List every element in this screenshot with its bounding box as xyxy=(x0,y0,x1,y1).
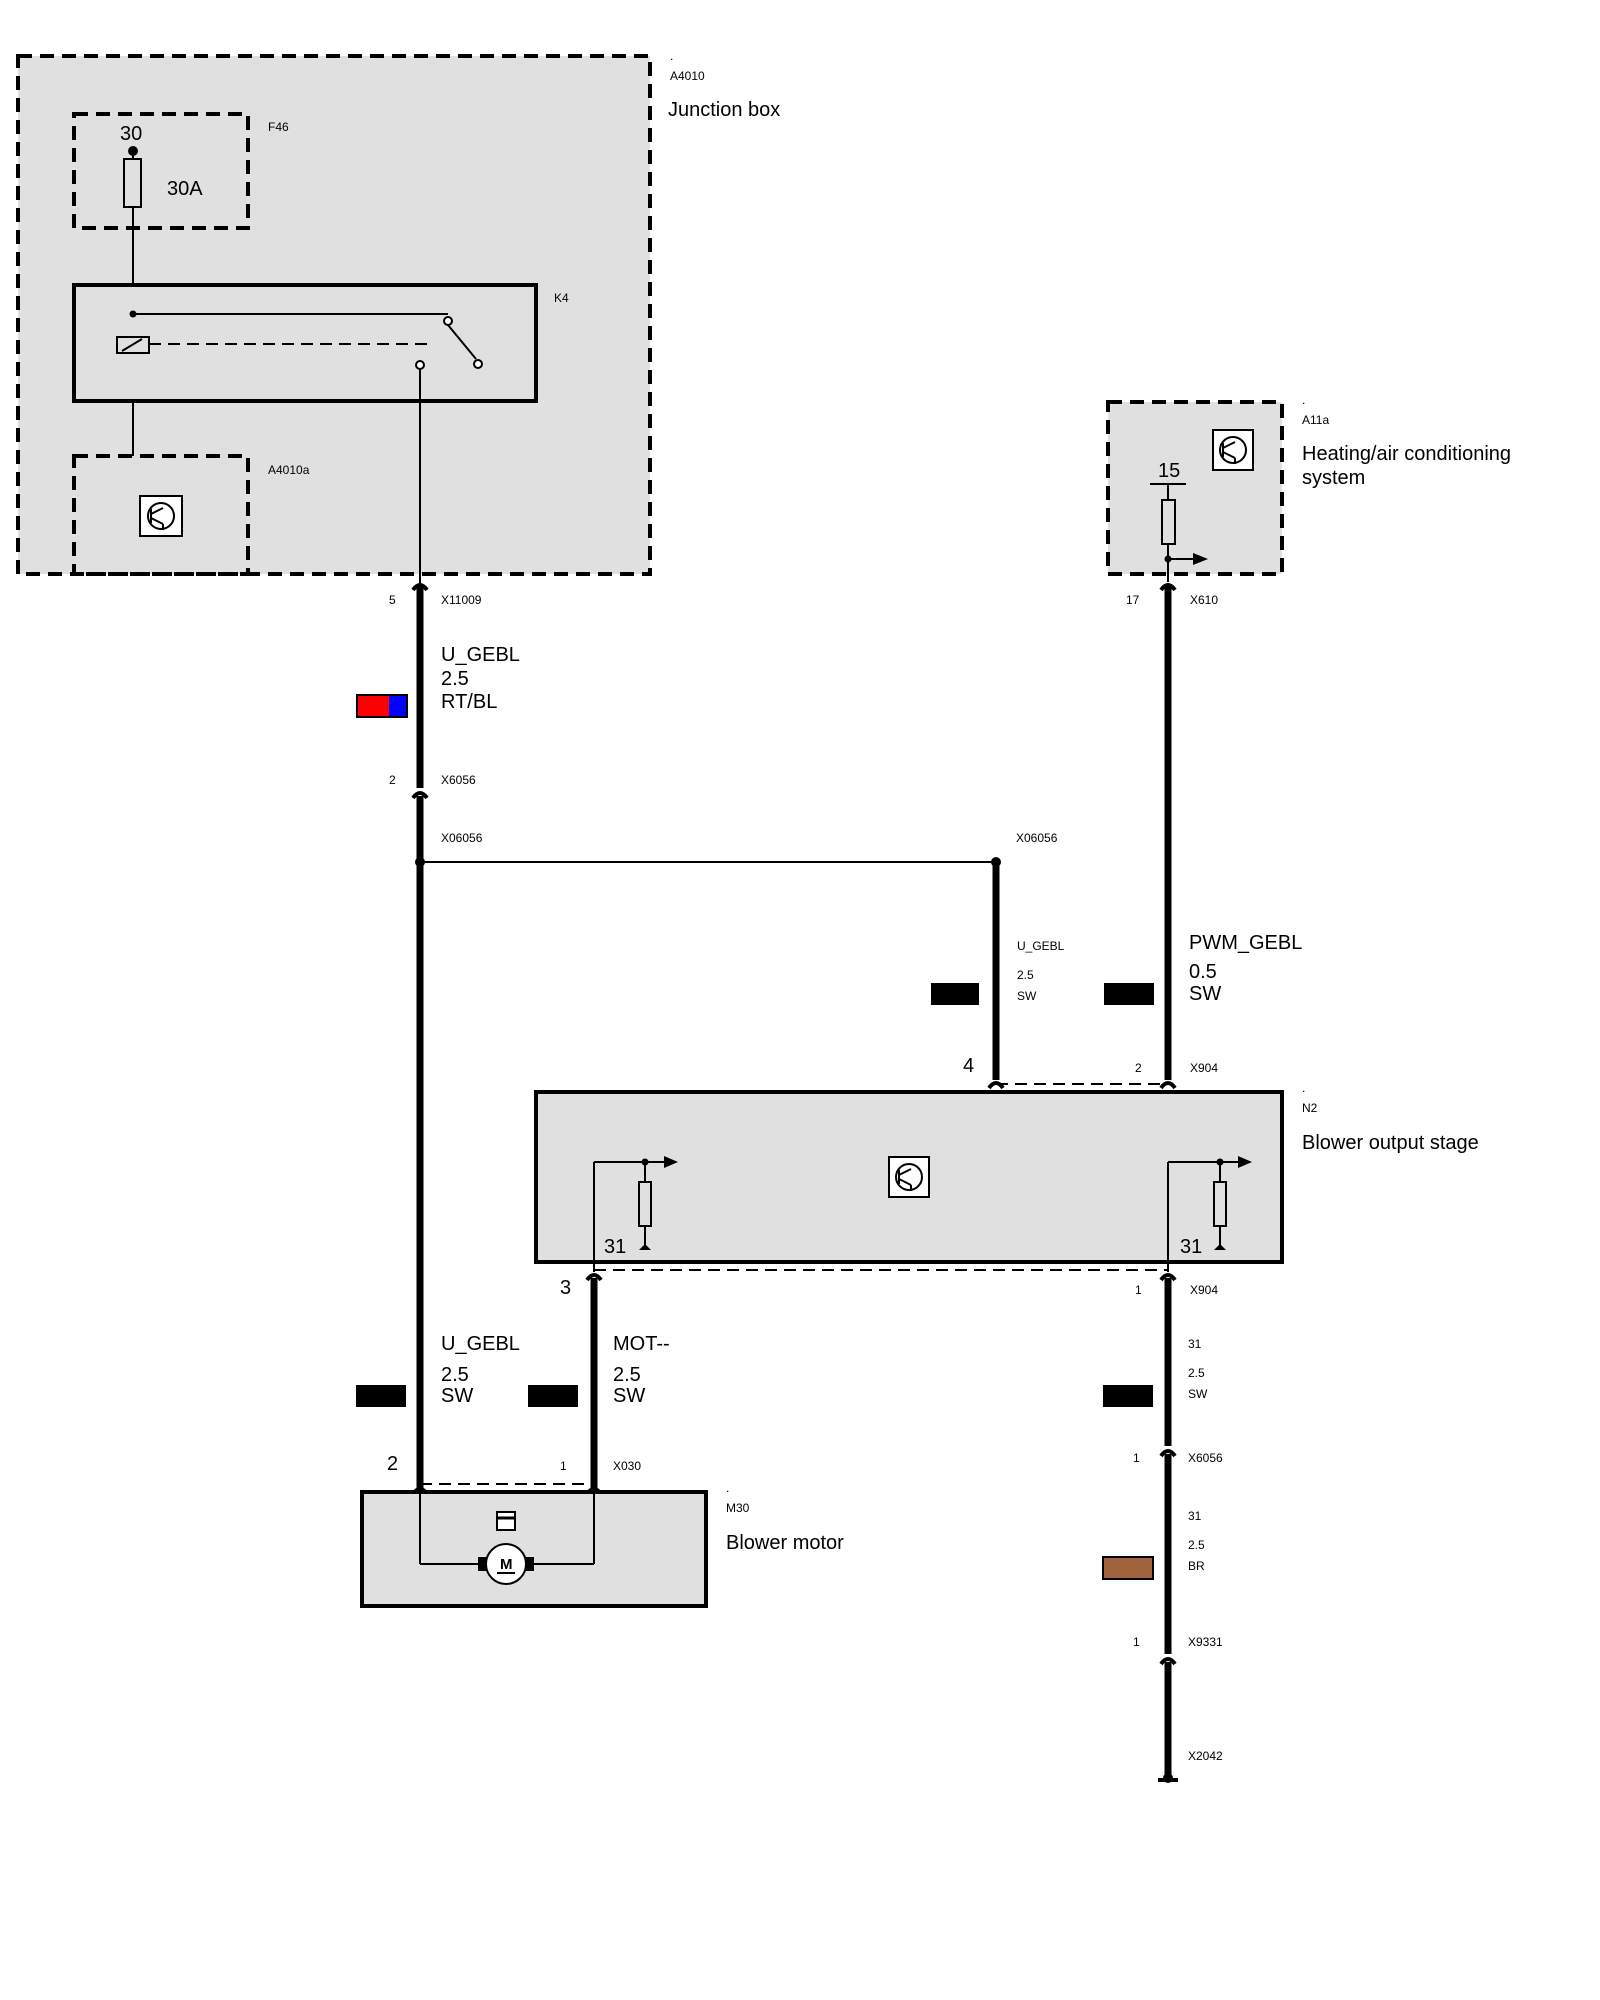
blower-motor-dot: . xyxy=(726,1481,729,1495)
wire5-gauge: 2.5 xyxy=(613,1364,641,1386)
x06056-right-name: X06056 xyxy=(1016,831,1058,845)
x11009-pin: 5 xyxy=(389,593,396,607)
fuse-terminal-label: 30 xyxy=(120,123,142,145)
x06056-left-name: X06056 xyxy=(441,831,483,845)
blower-stage-title: Blower output stage xyxy=(1302,1132,1479,1154)
n2-pin-bottom-left: 3 xyxy=(560,1277,571,1299)
wire6-color-swatch xyxy=(1103,1385,1153,1407)
x6056-top-pin: 2 xyxy=(389,773,396,787)
relay-contact-right xyxy=(473,359,483,369)
hvac-output-arrow xyxy=(1193,553,1208,565)
wire6-signal: 31 xyxy=(1188,1337,1202,1351)
x904-top-name: X904 xyxy=(1190,1061,1218,1075)
wire2-color-swatch xyxy=(356,1385,406,1407)
wire4-color-swatch xyxy=(931,983,979,1005)
x904-bottom-name: X904 xyxy=(1190,1283,1218,1297)
wire6-color: SW xyxy=(1188,1387,1208,1401)
m30-pin-left: 2 xyxy=(387,1453,398,1475)
blower-motor-id: M30 xyxy=(726,1501,750,1515)
wire2-signal: U_GEBL xyxy=(441,1333,520,1355)
x11009-name: X11009 xyxy=(441,593,482,607)
blower-stage-left-ground xyxy=(639,1244,651,1250)
n2-pin-bottom-right: 1 xyxy=(1135,1283,1142,1297)
wire1-signal: U_GEBL xyxy=(441,644,520,666)
blower-stage-dot: . xyxy=(1302,1081,1305,1095)
blower-stage-icon xyxy=(888,1156,930,1198)
junction-box-title: Junction box xyxy=(668,99,780,121)
connector-x610-symbol xyxy=(1159,583,1177,592)
blower-stage-id: N2 xyxy=(1302,1101,1318,1115)
hvac-terminal-label: 15 xyxy=(1158,460,1180,482)
wire4-color: SW xyxy=(1017,989,1037,1003)
x6056-top-name: X6056 xyxy=(441,773,476,787)
wire1-color: RT/BL xyxy=(441,691,497,713)
wire3-color-swatch xyxy=(1104,983,1154,1005)
wire2-color: SW xyxy=(441,1385,473,1407)
x610-name: X610 xyxy=(1190,593,1218,607)
blower-motor-title: Blower motor xyxy=(726,1532,844,1554)
wire3-color: SW xyxy=(1189,983,1221,1005)
m30-pin-right: 1 xyxy=(560,1459,567,1473)
wire1-gauge: 2.5 xyxy=(441,668,469,690)
junction-box-id: A4010 xyxy=(670,69,705,83)
x6056-right-name: X6056 xyxy=(1188,1451,1223,1465)
blower-stage-right-arrow xyxy=(1238,1156,1252,1168)
motor-symbol-label: M xyxy=(500,1556,513,1573)
wire5-signal: MOT-- xyxy=(613,1333,670,1355)
wire4-gauge: 2.5 xyxy=(1017,968,1034,982)
wire3-signal: PWM_GEBL xyxy=(1189,932,1302,954)
fuse-id: F46 xyxy=(268,120,289,134)
x9331-name: X9331 xyxy=(1188,1635,1223,1649)
motor-symbol-icon xyxy=(478,1511,534,1585)
hvac-icon xyxy=(1212,429,1254,471)
x9331-pin: 1 xyxy=(1133,1635,1140,1649)
hvac-frame xyxy=(1106,400,1284,576)
control-unit-a4010a-id: A4010a xyxy=(268,463,310,477)
blower-stage-right-ground xyxy=(1214,1244,1226,1250)
wire7-color: BR xyxy=(1188,1559,1205,1573)
blower-stage-ground-right: 31 xyxy=(1180,1236,1202,1258)
n2-pin-top-left: 4 xyxy=(963,1055,974,1077)
wire6-gauge: 2.5 xyxy=(1188,1366,1205,1380)
n2-pin-top-right: 2 xyxy=(1135,1061,1142,1075)
wire1-color-swatch xyxy=(356,694,408,718)
connector-x6056-top-symbol xyxy=(411,791,429,800)
x6056-right-pin: 1 xyxy=(1133,1451,1140,1465)
ground-x2042-symbol xyxy=(1158,1773,1178,1783)
wire2-gauge: 2.5 xyxy=(441,1364,469,1386)
fuse-rating: 30A xyxy=(167,178,203,200)
wire7-signal: 31 xyxy=(1188,1509,1202,1523)
junction-box-dot: . xyxy=(670,49,673,63)
control-unit-a4010a-frame xyxy=(72,454,250,576)
wire7-color-swatch xyxy=(1102,1556,1154,1580)
control-unit-a4010a-icon xyxy=(139,495,183,537)
blower-stage-ground-left: 31 xyxy=(604,1236,626,1258)
wire3-gauge: 0.5 xyxy=(1189,961,1217,983)
wire4-signal: U_GEBL xyxy=(1017,939,1065,953)
hvac-dot: . xyxy=(1302,393,1305,407)
blower-stage-left-arrow xyxy=(664,1156,678,1168)
connector-x11009-symbol xyxy=(411,583,429,592)
fuse-frame xyxy=(72,112,250,230)
wire5-color: SW xyxy=(613,1385,645,1407)
relay-contact-top xyxy=(443,316,453,326)
wire5-color-swatch xyxy=(528,1385,578,1407)
relay-contact-output xyxy=(415,360,425,370)
x2042-name: X2042 xyxy=(1188,1749,1223,1763)
x030-name: X030 xyxy=(613,1459,641,1473)
x610-pin: 17 xyxy=(1126,593,1140,607)
wire7-gauge: 2.5 xyxy=(1188,1538,1205,1552)
hvac-title-line1: Heating/air conditioning xyxy=(1302,443,1511,465)
relay-id: K4 xyxy=(554,291,569,305)
hvac-title-line2: system xyxy=(1302,467,1365,489)
hvac-id: A11a xyxy=(1302,413,1329,427)
blower-motor-frame xyxy=(360,1490,708,1608)
